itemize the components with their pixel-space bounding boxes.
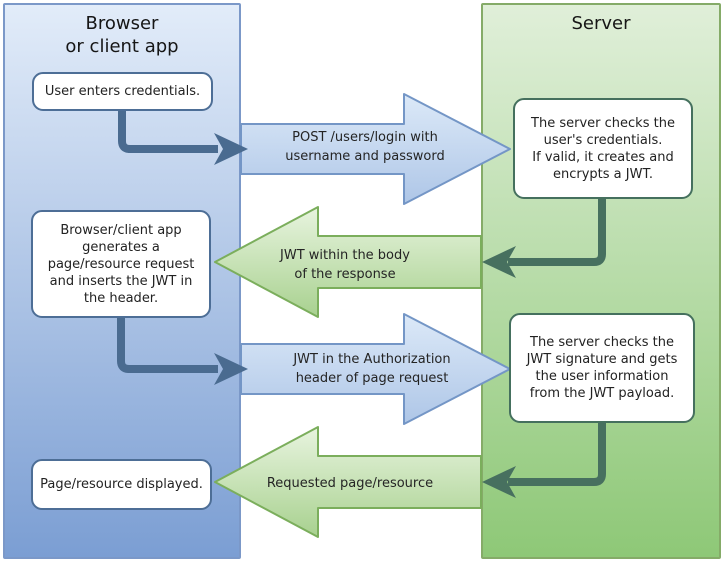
block-arrow-jwt-response-left xyxy=(214,206,482,318)
connector-server-to-requested-page xyxy=(508,421,606,486)
connector-server2-arrowhead-icon xyxy=(482,466,516,498)
block-arrow-requested-page-left xyxy=(214,426,482,538)
browser-lane-title: Browser or client app xyxy=(65,13,179,57)
box-user-enters-credentials: User enters credentials. xyxy=(32,72,213,111)
label-jwt-header: JWT in the Authorization header of page … xyxy=(293,352,451,386)
block-arrow-post-login-right xyxy=(240,93,511,205)
box-server-checks-credentials: The server checks the user's credentials… xyxy=(513,98,693,199)
box-page-resource-displayed: Page/resource displayed. xyxy=(31,459,212,510)
connector-request-to-jwt-header xyxy=(117,317,218,373)
connector-server-arrowhead-icon xyxy=(482,246,516,278)
connector-credentials-arrowhead-icon xyxy=(214,133,248,165)
block-arrow-jwt-header-right xyxy=(240,313,511,425)
label-jwt-response: JWT within the body of the response xyxy=(280,248,410,282)
box-client-generates-request: Browser/client app generates a page/reso… xyxy=(31,210,211,318)
connector-request-arrowhead-icon xyxy=(214,353,248,385)
connector-server-to-jwt-response xyxy=(508,197,606,266)
label-post-login: POST /users/login with username and pass… xyxy=(285,130,445,164)
box-server-checks-signature: The server checks the JWT signature and … xyxy=(509,313,695,423)
server-lane-title: Server xyxy=(571,13,631,34)
label-requested-page: Requested page/resource xyxy=(266,476,434,491)
connector-credentials-to-post xyxy=(118,109,218,153)
